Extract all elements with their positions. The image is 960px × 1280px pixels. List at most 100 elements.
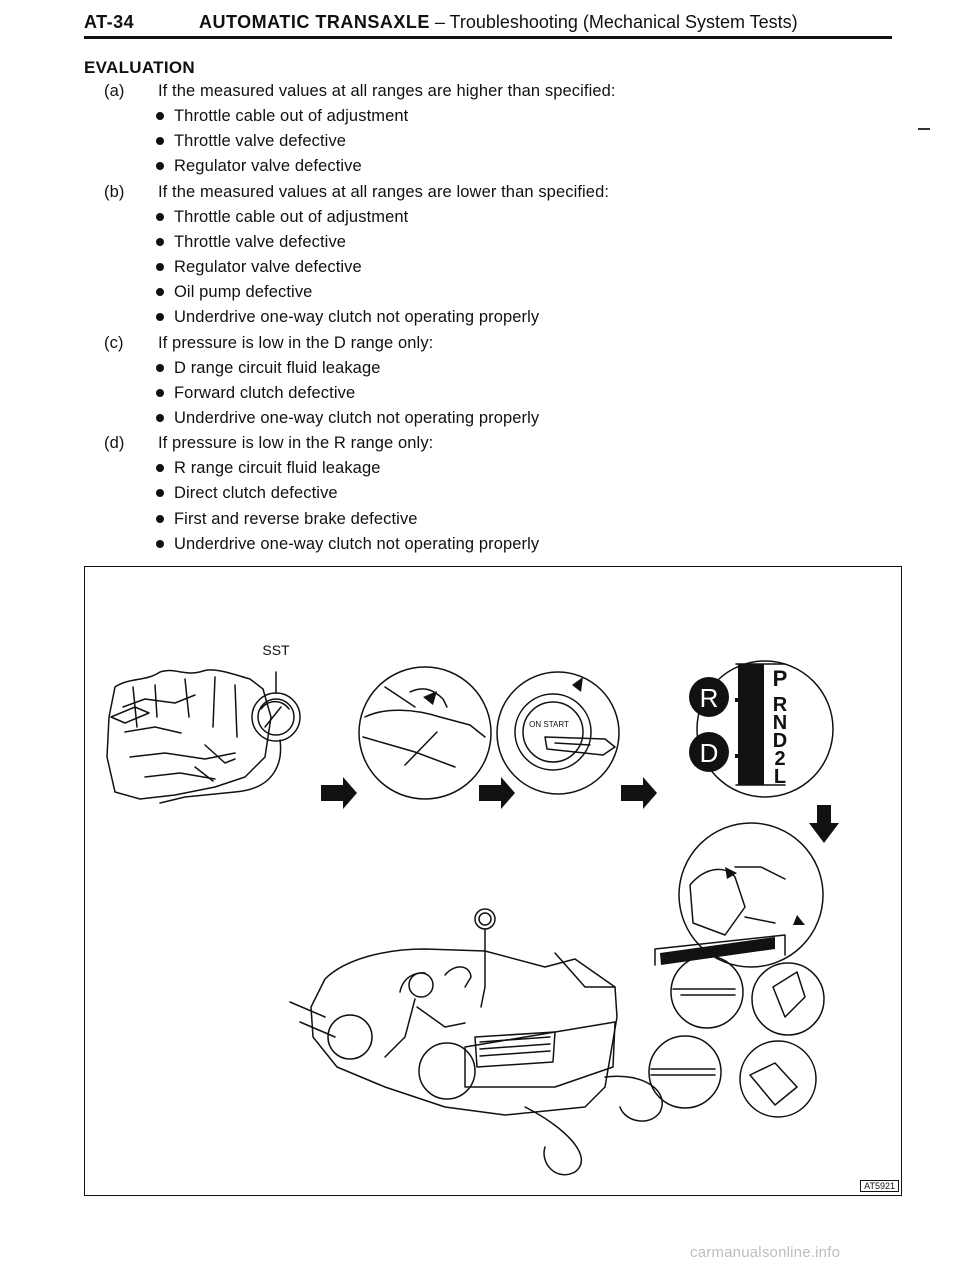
section-text: If the measured values at all ranges are…	[158, 183, 610, 201]
title-bold: AUTOMATIC TRANSAXLE	[199, 12, 430, 32]
bullet-text: Regulator valve defective	[174, 157, 362, 175]
bullet-icon	[156, 312, 164, 321]
shift-position-l: L	[774, 766, 786, 788]
bullet-text: Throttle cable out of adjustment	[174, 107, 409, 125]
bracket-bar	[660, 937, 775, 965]
bullet-text: Underdrive one-way clutch not operating …	[174, 535, 540, 553]
bullet-icon	[156, 363, 164, 372]
section-text: If pressure is low in the D range only:	[158, 334, 434, 352]
page-number: AT-34	[84, 12, 135, 32]
step-parking-brake	[358, 666, 492, 800]
bullet-icon	[156, 413, 164, 422]
scan-mark	[918, 128, 930, 130]
shift-position-r: R	[773, 694, 788, 716]
bullet-item: Underdrive one-way clutch not operating …	[156, 535, 539, 554]
bullet-icon	[156, 539, 164, 548]
bullet-item: Underdrive one-way clutch not operating …	[156, 409, 539, 428]
section-label: (b)	[104, 183, 125, 201]
figure-illustration: SST ON START R D P R N D 2 L	[106, 642, 839, 1176]
bullet-text: Regulator valve defective	[174, 258, 362, 276]
driver-drawing	[384, 966, 472, 1058]
page-header: AT-34 AUTOMATIC TRANSAXLE – Troubleshoot…	[84, 8, 892, 38]
car-mounted-gauge	[474, 908, 496, 1008]
bullet-item: Throttle cable out of adjustment	[156, 107, 408, 126]
bullet-text: First and reverse brake defective	[174, 510, 418, 528]
bullet-item: Throttle cable out of adjustment	[156, 208, 408, 227]
arrow-small-icon	[572, 677, 583, 692]
section-b: (b) If the measured values at all ranges …	[104, 183, 609, 202]
bullet-icon	[156, 463, 164, 472]
shift-position-p: P	[773, 666, 788, 691]
bullet-text: Throttle valve defective	[174, 233, 347, 251]
car-drawing	[289, 948, 663, 1176]
bullet-icon	[156, 262, 164, 271]
bullet-icon	[156, 514, 164, 523]
shift-range-panel	[689, 664, 764, 785]
watermark-text: carmanualsonline.info	[690, 1244, 841, 1261]
bullet-item: Forward clutch defective	[156, 384, 355, 403]
shift-position-n: N	[773, 712, 787, 734]
bullet-item: Direct clutch defective	[156, 484, 338, 503]
bullet-item: Throttle valve defective	[156, 233, 346, 252]
bullet-item: Regulator valve defective	[156, 157, 362, 176]
bullet-text: D range circuit fluid leakage	[174, 359, 381, 377]
arrow-right-icon	[621, 777, 657, 809]
arrow-right-icon	[321, 777, 357, 809]
shift-position-2: 2	[774, 748, 785, 770]
bullet-icon	[156, 111, 164, 120]
arrow-small-icon	[725, 867, 737, 879]
bullet-item: R range circuit fluid leakage	[156, 459, 381, 478]
bullet-text: Underdrive one-way clutch not operating …	[174, 409, 540, 427]
section-c: (c) If pressure is low in the D range onl…	[104, 334, 433, 353]
range-badge-d-text: D	[700, 738, 719, 768]
bullet-icon	[156, 488, 164, 497]
bullet-icon	[156, 287, 164, 296]
stall-test-figure: SST ON START R D P R N D 2 L AT5921	[84, 566, 902, 1196]
bullet-text: Throttle valve defective	[174, 132, 347, 150]
section-label: (d)	[104, 434, 125, 452]
figure-code: AT5921	[860, 1180, 899, 1192]
bullet-icon	[156, 388, 164, 397]
bullet-item: Regulator valve defective	[156, 258, 362, 277]
bullet-item: Underdrive one-way clutch not operating …	[156, 308, 539, 327]
bullet-text: Forward clutch defective	[174, 384, 356, 402]
bullet-text: R range circuit fluid leakage	[174, 459, 381, 477]
bullet-icon	[156, 212, 164, 221]
shift-position-d: D	[773, 730, 787, 752]
section-a: (a) If the measured values at all ranges …	[104, 82, 616, 101]
range-badge-r	[689, 677, 729, 717]
arrow-right-icon	[479, 777, 515, 809]
bullet-text: Direct clutch defective	[174, 484, 338, 502]
bullet-item: Throttle valve defective	[156, 132, 346, 151]
range-badge-d	[689, 732, 729, 772]
section-label: (a)	[104, 82, 125, 100]
bullet-item: Oil pump defective	[156, 283, 312, 302]
bullet-item: D range circuit fluid leakage	[156, 359, 381, 378]
arrow-small-icon	[423, 691, 437, 705]
range-badge-r-text: R	[700, 683, 719, 713]
bullet-icon	[156, 136, 164, 145]
section-label: (c)	[104, 334, 124, 352]
step-ignition-key	[496, 671, 620, 795]
evaluation-heading: EVALUATION	[84, 58, 195, 77]
bullet-icon	[156, 161, 164, 170]
page-title: AUTOMATIC TRANSAXLE – Troubleshooting (M…	[199, 12, 798, 33]
bullet-text: Underdrive one-way clutch not operating …	[174, 308, 540, 326]
sst-label: SST	[262, 642, 290, 658]
gauge-dial-lower-2	[648, 1035, 817, 1118]
arrow-small-icon	[793, 915, 805, 925]
bullet-text: Throttle cable out of adjustment	[174, 208, 409, 226]
section-d: (d) If pressure is low in the R range onl…	[104, 434, 433, 453]
arrow-down-icon	[809, 805, 839, 843]
gauge-dial-lower-1	[670, 955, 825, 1036]
header-rule	[84, 36, 892, 39]
transaxle-engine-drawing	[106, 669, 272, 800]
ignition-label: ON START	[529, 720, 569, 729]
bracket-line	[654, 934, 786, 966]
section-text: If pressure is low in the R range only:	[158, 434, 434, 452]
bullet-item: First and reverse brake defective	[156, 510, 418, 529]
section-text: If the measured values at all ranges are…	[158, 82, 616, 100]
bullet-text: Oil pump defective	[174, 283, 313, 301]
title-rest: – Troubleshooting (Mechanical System Tes…	[429, 12, 798, 32]
bullet-icon	[156, 237, 164, 246]
